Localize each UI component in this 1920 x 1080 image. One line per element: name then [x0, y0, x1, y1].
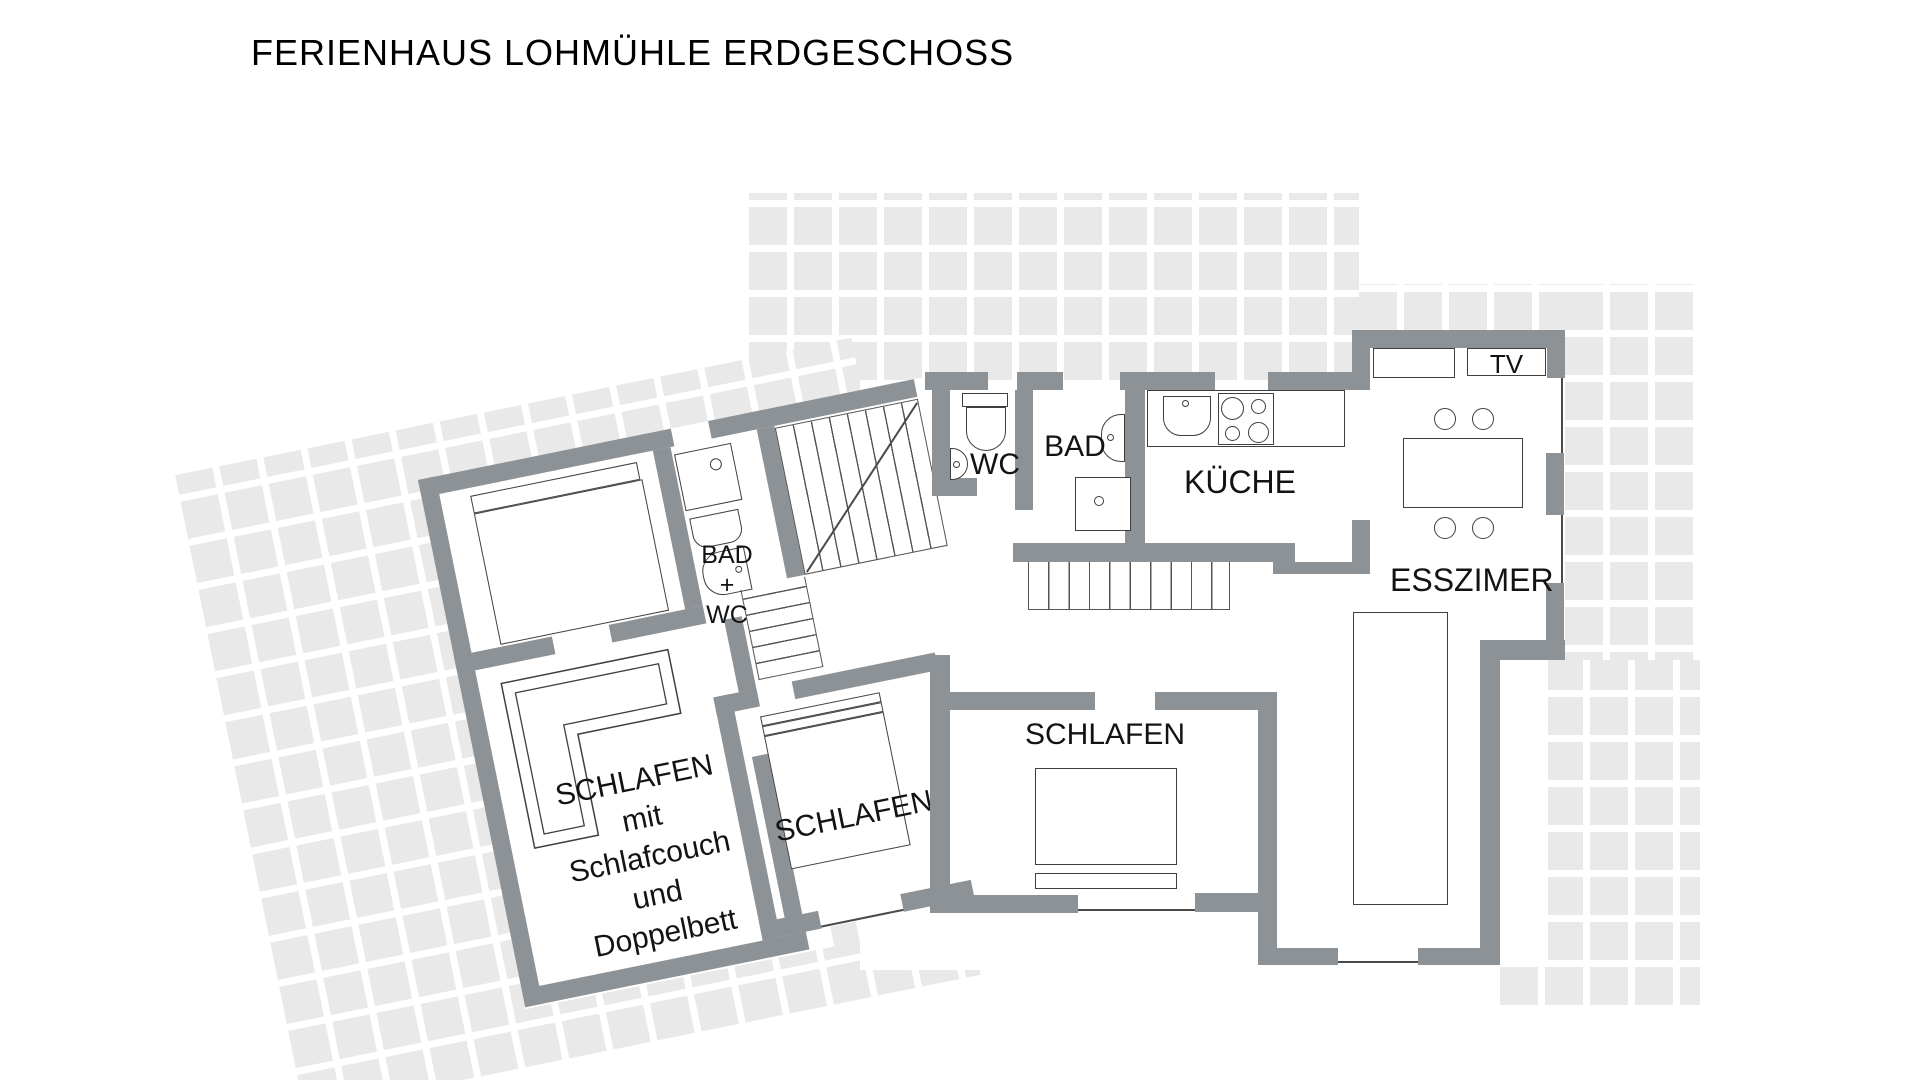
terrace-tiles: [1565, 284, 1700, 690]
wall-segment: [1480, 660, 1500, 965]
bed-symbol: [1035, 768, 1177, 865]
wall-segment: [1017, 372, 1063, 390]
burner-icon: [1221, 397, 1244, 420]
window-line: [1078, 909, 1195, 911]
faucet-dot-icon: [1182, 400, 1189, 407]
bed-symbol: [1035, 873, 1177, 889]
sideboard: [1373, 348, 1455, 378]
chair-symbol: [1472, 517, 1494, 539]
wall-segment: [932, 390, 950, 486]
burner-icon: [1225, 426, 1240, 441]
shower-drain-icon: [1094, 496, 1104, 506]
dining-table-symbol: [1403, 438, 1523, 508]
toilet-symbol: [962, 393, 1008, 407]
couch-symbol: [500, 648, 682, 850]
room-label-wc: WC: [970, 448, 1020, 481]
faucet-dot-icon: [1107, 434, 1114, 441]
wall-segment: [1268, 372, 1356, 390]
couch-symbol: [1353, 612, 1448, 905]
chair-symbol: [1434, 408, 1456, 430]
room-label-tv: TV: [1489, 349, 1524, 379]
wall-segment: [932, 478, 977, 496]
burner-icon: [1248, 422, 1269, 443]
wall-segment: [950, 895, 1078, 913]
wall-segment: [1273, 562, 1370, 574]
wall-segment: [1352, 330, 1370, 390]
wall-segment: [1352, 330, 1565, 348]
wall-segment: [1195, 893, 1258, 912]
wall-segment: [1546, 583, 1564, 640]
page-title: FERIENHAUS LOHMÜHLE ERDGESCHOSS: [251, 32, 1015, 73]
wall-segment: [1120, 372, 1215, 390]
wall-segment: [1015, 390, 1033, 510]
room-label-bad-wc: BAD + WC: [686, 540, 768, 630]
stairs-symbol: [1028, 562, 1230, 610]
wall-segment: [1480, 640, 1565, 660]
door-threshold-line: [1338, 961, 1418, 963]
bad-wc-line: +: [719, 571, 735, 599]
window-line: [1561, 515, 1563, 583]
burner-icon: [1251, 399, 1266, 414]
chair-symbol: [1434, 517, 1456, 539]
room-label-kueche: KÜCHE: [1183, 464, 1296, 500]
wall-segment: [1155, 692, 1258, 710]
faucet-dot-icon: [953, 461, 960, 468]
wall-segment: [925, 372, 988, 390]
shower-symbol: [674, 442, 743, 512]
wall-segment: [950, 692, 1095, 710]
wall-segment: [1418, 948, 1499, 965]
room-label-esszimmer: ESSZIMER: [1390, 562, 1554, 598]
chair-symbol: [1472, 408, 1494, 430]
wall-segment: [1013, 543, 1295, 562]
wall-segment: [1547, 348, 1565, 378]
room-label-schlafen-sued: SCHLAFEN: [1025, 718, 1186, 751]
wall-segment: [1352, 520, 1370, 574]
wall-segment: [930, 655, 950, 913]
toilet-symbol: [966, 407, 1006, 451]
west-wing: SCHLAFEN SCHLAFEN mit Schlafcouch und Do…: [418, 376, 1039, 1028]
wall-segment: [1258, 692, 1277, 965]
wall-segment: [1546, 453, 1564, 515]
bad-wc-line: WC: [706, 601, 748, 629]
room-label-bad: BAD: [1044, 430, 1106, 463]
wall-segment: [1258, 948, 1338, 965]
bad-wc-line: BAD: [701, 541, 753, 569]
window-line: [1561, 378, 1563, 453]
tv-cabinet: [1467, 348, 1546, 376]
